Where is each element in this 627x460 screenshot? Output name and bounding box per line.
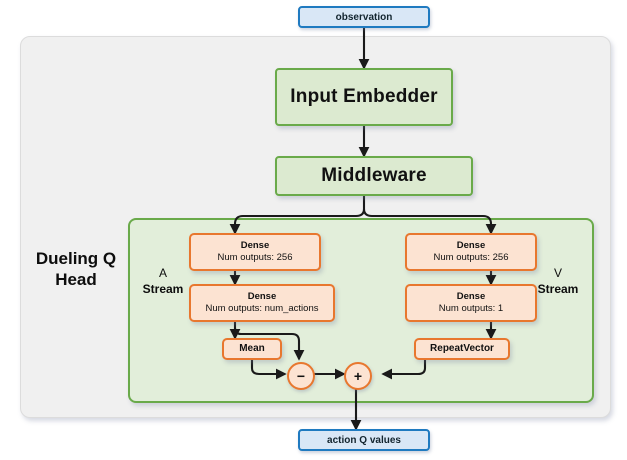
a-stream-label: A Stream [137,265,189,297]
v-stream-dense-1-subtitle: Num outputs: 1 [438,303,504,314]
add-operator-symbol: + [353,368,363,384]
subtract-operator-symbol: − [296,368,306,384]
action-q-values-label: action Q values [327,434,401,446]
middleware-box[interactable]: Middleware [275,156,473,196]
mean-box[interactable]: Mean [222,338,282,360]
a-stream-dense-256-box[interactable]: Dense Num outputs: 256 [189,233,321,271]
input-embedder-label: Input Embedder [290,86,438,107]
repeat-vector-label: RepeatVector [430,343,494,354]
v-stream-label-line2: Stream [537,282,579,296]
observation-label: observation [335,11,393,23]
v-stream-label: V Stream [532,265,584,297]
v-stream-dense-256-box[interactable]: Dense Num outputs: 256 [405,233,537,271]
v-stream-dense-1-box[interactable]: Dense Num outputs: 1 [405,284,537,322]
a-stream-label-line2: Stream [142,282,184,296]
a-stream-label-line1: A [158,266,167,280]
dueling-q-head-label-line1: Dueling Q [35,249,117,268]
dueling-q-head-label: Dueling Q Head [30,248,122,290]
a-stream-dense-256-subtitle: Num outputs: 256 [217,252,293,263]
v-stream-dense-256-subtitle: Num outputs: 256 [433,252,509,263]
a-stream-dense-num-actions-box[interactable]: Dense Num outputs: num_actions [189,284,335,322]
dueling-q-head-label-line2: Head [55,270,97,289]
input-embedder-box[interactable]: Input Embedder [275,68,453,126]
v-stream-dense-1-title: Dense [456,291,486,302]
v-stream-dense-256-title: Dense [456,240,486,251]
a-stream-dense-num-actions-subtitle: Num outputs: num_actions [205,303,319,314]
subtract-operator-icon[interactable]: − [287,362,315,390]
add-operator-icon[interactable]: + [344,362,372,390]
v-stream-label-line1: V [553,266,562,280]
observation-box[interactable]: observation [298,6,430,28]
repeat-vector-box[interactable]: RepeatVector [414,338,510,360]
middleware-label: Middleware [321,165,427,186]
mean-label: Mean [239,343,265,354]
action-q-values-box[interactable]: action Q values [298,429,430,451]
a-stream-dense-num-actions-title: Dense [247,291,277,302]
a-stream-dense-256-title: Dense [240,240,270,251]
